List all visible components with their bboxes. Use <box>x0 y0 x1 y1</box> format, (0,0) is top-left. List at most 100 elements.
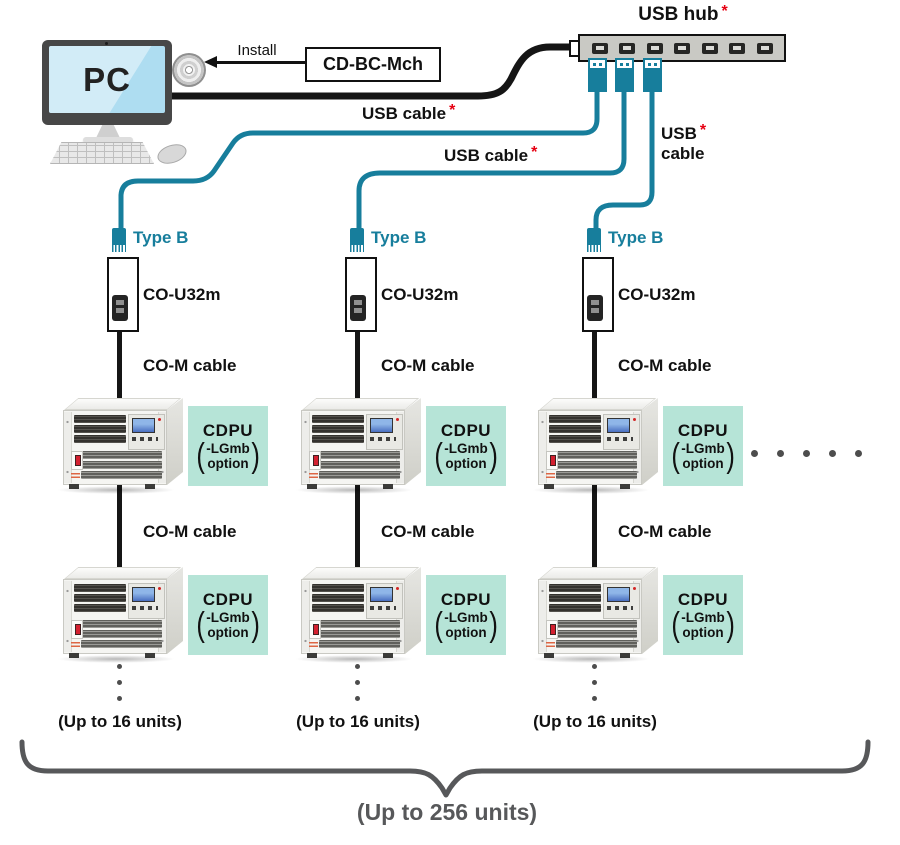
usb-port <box>756 42 773 54</box>
cdpu-control-panel <box>603 414 640 450</box>
cdpu-power-switch <box>546 620 558 639</box>
cdpu-top-face <box>64 567 182 579</box>
more-units-vertical-ellipsis <box>117 664 122 669</box>
cdpu-vent <box>319 620 400 628</box>
cdpu-vent <box>549 604 601 612</box>
cdpu-control-panel <box>366 583 403 619</box>
rack-ear <box>302 412 310 483</box>
cdpu-lcd-screen <box>370 587 393 602</box>
usb-port <box>619 42 635 54</box>
units-limit-label: (Up to 16 units) <box>58 712 182 731</box>
cdpu-side-face <box>405 398 421 485</box>
open-paren: ( <box>196 606 205 644</box>
usb-hub <box>578 34 786 62</box>
more-units-vertical-ellipsis <box>592 664 597 669</box>
asterisk: * <box>531 144 538 161</box>
cdpu-front-panel <box>63 579 167 654</box>
cdpu-vent <box>81 461 162 469</box>
pc-to-hub-cable <box>164 43 578 100</box>
cdpu-front-panel <box>538 579 642 654</box>
cdpu-foot <box>620 484 630 489</box>
type-b-label: Type B <box>133 228 189 247</box>
cdpu-vent <box>319 630 400 638</box>
cdpu-vent <box>556 630 637 638</box>
cdpu-device <box>293 396 423 496</box>
cdpu-vent <box>74 584 126 592</box>
co-m-cable-label: CO-M cable <box>618 522 712 541</box>
rack-ear <box>539 581 547 652</box>
cdpu-vent <box>556 471 637 479</box>
cdpu-buttons <box>607 437 633 441</box>
cdpu-power-switch <box>309 451 321 470</box>
total-units-label: (Up to 256 units) <box>356 799 538 825</box>
install-arrow-shaft <box>216 61 306 64</box>
usb-plug-icon <box>643 58 662 92</box>
usb-cable-3-label: USB* cable <box>661 122 707 163</box>
cdpu-top-face <box>539 567 657 579</box>
co-m-cable-label: CO-M cable <box>143 522 237 541</box>
asterisk: * <box>449 102 456 119</box>
cdpu-label-marks <box>309 642 318 647</box>
usb-port <box>729 42 745 54</box>
cdpu-vent <box>549 584 601 592</box>
cdpu-front-panel <box>301 410 405 485</box>
usb-port <box>674 42 690 54</box>
cdpu-power-switch <box>546 451 558 470</box>
cable-lines <box>118 43 655 232</box>
cdpu-shadow <box>57 486 175 494</box>
cdpu-vent <box>312 604 364 612</box>
cdpu-vent <box>74 604 126 612</box>
cdpu-lcd-screen <box>370 418 393 433</box>
usb-port <box>591 42 608 54</box>
cdpu-buttons <box>132 437 158 441</box>
rack-ear <box>64 412 72 483</box>
type-b-label: Type B <box>608 228 664 247</box>
device-column: Type B CO-U32m CO-M cable CO-M cable <box>293 218 508 753</box>
cdpu-label-marks <box>71 642 80 647</box>
cdpu-vent <box>81 640 162 648</box>
cdpu-foot <box>69 653 79 658</box>
co-m-cable-label: CO-M cable <box>381 522 475 541</box>
usb-cable-2-label: USB cable* <box>444 144 538 165</box>
usb-port <box>701 42 718 54</box>
cdpu-device <box>293 565 423 665</box>
co-m-cable-label: CO-M cable <box>143 356 237 375</box>
cdpu-lcd-screen <box>132 587 155 602</box>
brace <box>19 739 871 798</box>
device-column: Type B CO-U32m CO-M cable CO-M cable <box>55 218 270 753</box>
cdpu-label-marks <box>309 473 318 478</box>
asterisk: * <box>721 3 728 20</box>
cdpu-vent <box>74 435 126 443</box>
install-label: Install <box>237 42 277 59</box>
cdpu-power-switch <box>71 620 83 639</box>
pc-screen: PC <box>49 46 165 113</box>
cdpu-foot <box>307 653 317 658</box>
cdpu-front-panel <box>301 579 405 654</box>
cdpu-vent <box>81 471 162 479</box>
usb-plug-icon <box>588 58 607 92</box>
close-paren: ) <box>726 437 735 475</box>
cdpu-side-face <box>167 398 183 485</box>
converter-port-icon <box>350 295 366 321</box>
converter-port-icon <box>587 295 603 321</box>
cdpu-buttons <box>607 606 633 610</box>
usb-port <box>646 42 663 54</box>
cdpu-foot <box>544 653 554 658</box>
cdpu-vent <box>549 425 601 433</box>
open-paren: ( <box>671 437 680 475</box>
cdpu-lcd-screen <box>607 587 630 602</box>
device-column: Type B CO-U32m CO-M cable CO-M cable <box>530 218 745 753</box>
monitor-base <box>83 137 133 143</box>
cdpu-control-panel <box>128 583 165 619</box>
cdpu-vent <box>312 435 364 443</box>
cdpu-power-switch <box>71 451 83 470</box>
cdpu-foot <box>620 653 630 658</box>
usb-cable-2 <box>356 89 627 232</box>
cdpu-vent <box>81 630 162 638</box>
cdpu-device <box>530 565 660 665</box>
cdpu-top-face <box>302 398 420 410</box>
